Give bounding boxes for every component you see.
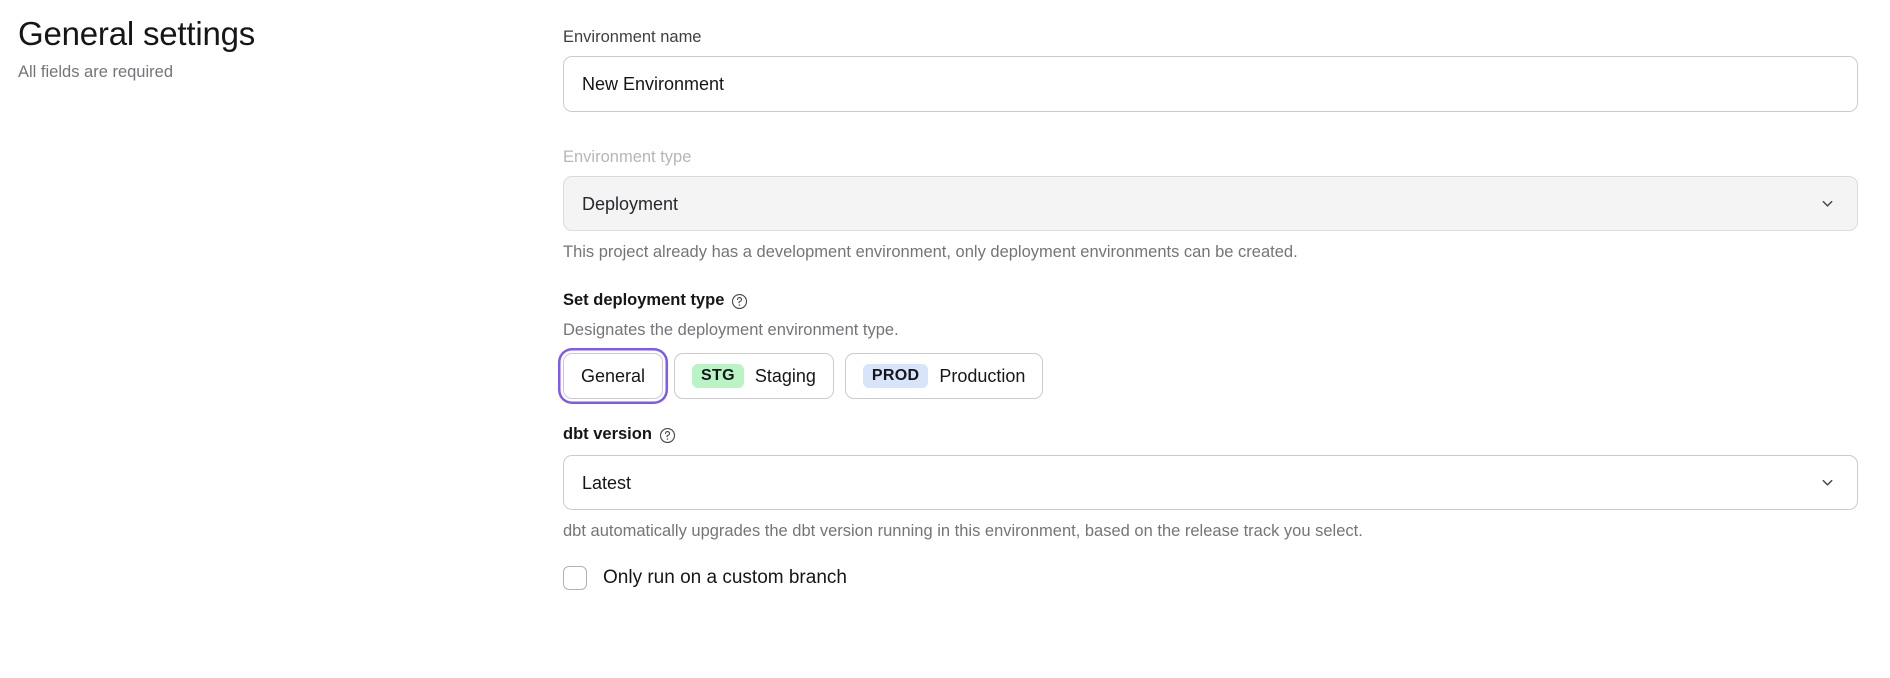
production-badge: PROD [862, 364, 929, 388]
custom-branch-checkbox[interactable] [563, 566, 587, 590]
deployment-type-label: Set deployment type [563, 291, 725, 309]
environment-type-value: Deployment [582, 193, 679, 214]
deployment-type-option-production-label: Production [939, 365, 1026, 386]
deployment-type-label-row: Set deployment type [563, 289, 1858, 311]
settings-form: Environment name New Environment Environ… [563, 26, 1858, 590]
dbt-version-value: Latest [582, 472, 632, 493]
environment-type-help-text: This project already has a development e… [563, 243, 1298, 261]
question-circle-icon[interactable] [731, 293, 748, 310]
deployment-type-option-production[interactable]: PROD Production [844, 353, 1044, 399]
deployment-type-options: General STG Staging PROD Production [563, 353, 1858, 399]
environment-type-label: Environment type [563, 148, 692, 166]
dbt-version-field-group: dbt version Latest dbt automatically upg… [563, 423, 1858, 542]
environment-name-field-group: Environment name New Environment [563, 26, 1858, 112]
page-subtitle: All fields are required [18, 63, 173, 81]
deployment-type-option-general-label: General [581, 365, 646, 386]
custom-branch-row: Only run on a custom branch [563, 566, 1858, 590]
environment-type-field-group: Environment type Deployment This project… [563, 146, 1858, 263]
dbt-version-help-text: dbt automatically upgrades the dbt versi… [563, 522, 1363, 540]
dbt-version-label-row: dbt version [563, 423, 1858, 445]
chevron-down-icon [1820, 196, 1835, 211]
deployment-type-description: Designates the deployment environment ty… [563, 321, 899, 339]
deployment-type-field-group: Set deployment type Designates the deplo… [563, 289, 1858, 399]
dbt-version-select[interactable]: Latest [563, 455, 1858, 510]
environment-name-input[interactable]: New Environment [563, 56, 1858, 112]
custom-branch-label: Only run on a custom branch [603, 567, 847, 588]
chevron-down-icon [1820, 475, 1835, 490]
deployment-type-option-staging[interactable]: STG Staging [674, 353, 834, 399]
environment-name-label: Environment name [563, 28, 702, 46]
question-circle-icon[interactable] [659, 427, 676, 444]
environment-name-value: New Environment [582, 74, 725, 94]
staging-badge: STG [692, 364, 744, 388]
page-title: General settings [18, 15, 256, 52]
dbt-version-label: dbt version [563, 425, 652, 443]
deployment-type-option-staging-label: Staging [754, 365, 816, 386]
environment-type-select[interactable]: Deployment [563, 176, 1858, 231]
settings-header: General settings All fields are required [18, 14, 538, 83]
deployment-type-option-general[interactable]: General [563, 353, 664, 399]
